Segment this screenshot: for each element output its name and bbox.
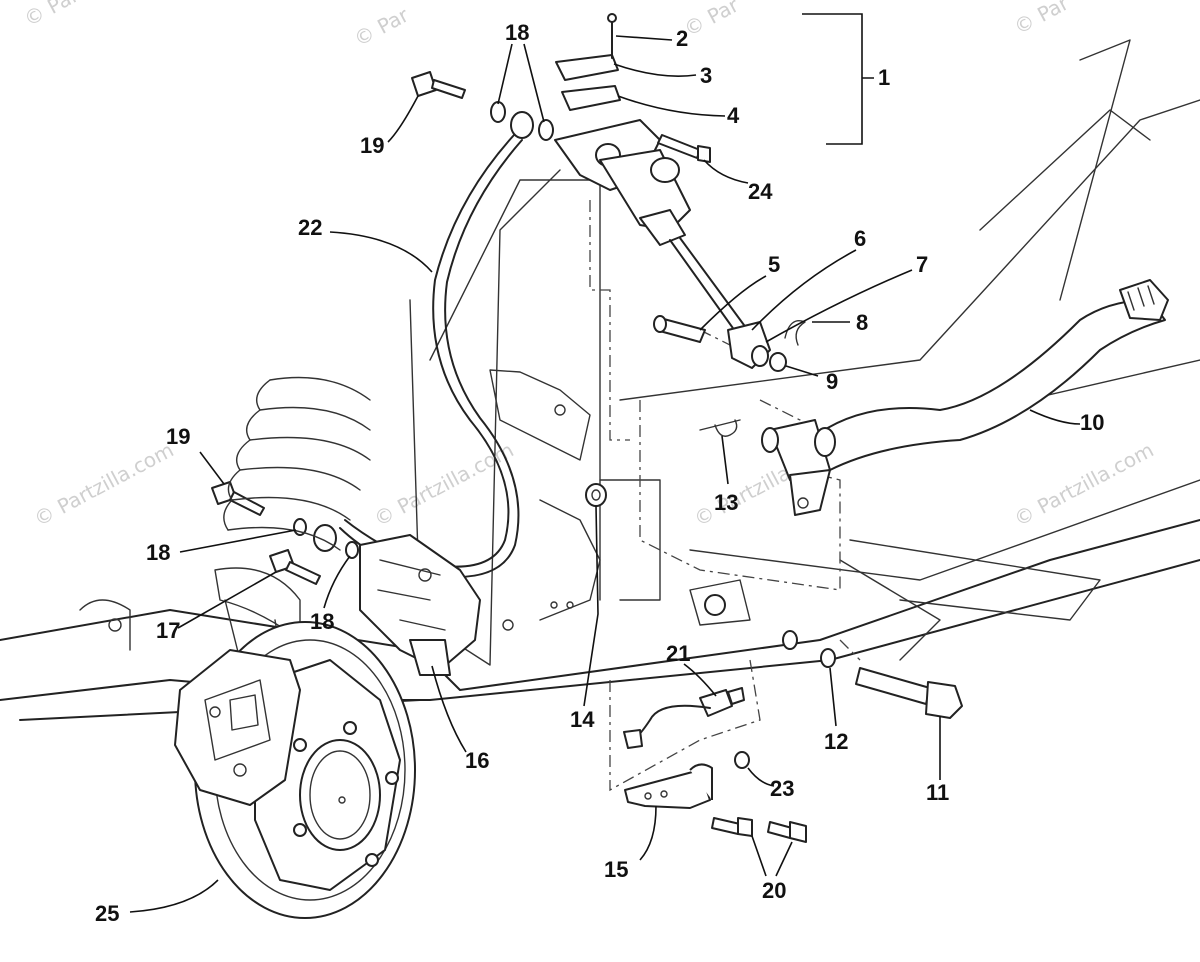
washers-12 — [782, 630, 836, 668]
callout-11: 11 — [926, 780, 950, 805]
callout-22: 22 — [298, 215, 323, 240]
callout-2: 2 — [676, 26, 689, 51]
brake-caliper — [174, 649, 301, 806]
callout-9: 9 — [826, 369, 839, 394]
callout-20: 20 — [762, 878, 787, 903]
callout-13: 13 — [714, 490, 739, 515]
nut-23 — [734, 751, 750, 769]
callout-3: 3 — [700, 63, 713, 88]
master-cylinder — [554, 13, 771, 369]
callout-5: 5 — [768, 252, 781, 277]
callout-14: 14 — [570, 707, 595, 732]
leader-lines — [129, 13, 1081, 913]
bolt-11 — [855, 667, 963, 719]
bolt-17 — [269, 549, 321, 585]
callout-24: 24 — [748, 179, 773, 204]
washers-18-top — [490, 101, 554, 141]
caliper-mount — [359, 534, 481, 676]
callout-18-left: 18 — [146, 540, 171, 565]
clevis-hardware — [653, 315, 806, 372]
callout-15: 15 — [604, 857, 629, 882]
callout-12: 12 — [824, 729, 849, 754]
callout-4: 4 — [727, 103, 740, 128]
callout-19-top: 19 — [360, 133, 385, 158]
bracket-15 — [624, 763, 713, 809]
callout-18-top: 18 — [505, 20, 530, 45]
bolts-20 — [711, 817, 807, 843]
bolt-19-top — [411, 71, 466, 99]
callout-1: 1 — [878, 65, 891, 90]
callout-6: 6 — [854, 226, 867, 251]
callout-23: 23 — [770, 776, 795, 801]
callout-19-left: 19 — [166, 424, 191, 449]
brake-switch — [623, 687, 745, 749]
callout-16: 16 — [465, 748, 490, 773]
callout-21: 21 — [666, 641, 691, 666]
nut-14 — [585, 483, 607, 507]
callout-7: 7 — [916, 252, 929, 277]
callout-17: 17 — [156, 618, 181, 643]
callout-18-lower: 18 — [310, 609, 335, 634]
callout-25: 25 — [95, 901, 120, 926]
callout-8: 8 — [856, 310, 869, 335]
brake-pedal — [761, 279, 1169, 516]
callout-10: 10 — [1080, 410, 1105, 435]
return-spring — [699, 419, 741, 437]
bolt-24 — [657, 134, 711, 163]
brake-hose — [339, 134, 523, 578]
